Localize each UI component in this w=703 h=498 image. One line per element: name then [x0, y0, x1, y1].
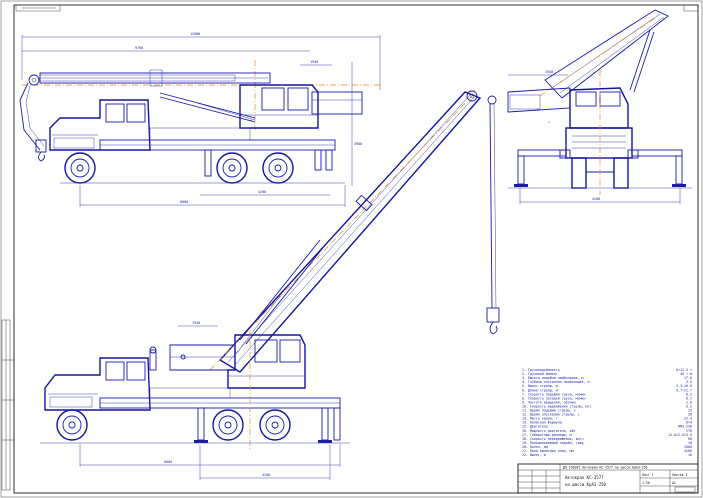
crane-mark: + — [250, 118, 252, 122]
spec-value: 1.6 — [686, 400, 692, 404]
spec-label: 6. Длина стрелы, м — [522, 388, 558, 392]
wheels-working — [56, 409, 291, 441]
spec-label: 12. Время опускания стрелы, с — [522, 413, 580, 417]
title-block: ДП 190205 Автокран КС-3577 на шасси КрАЗ… — [517, 463, 699, 494]
spec-label: 3. Высота подъёма наибольшая, м — [522, 375, 584, 380]
title-block-name-1: Автокран КС-3577 — [565, 475, 604, 480]
dim-front-width: 4200 — [592, 197, 600, 201]
spec-label: 13. Масса крана, т — [522, 417, 558, 421]
spec-label: 15. Двигатель — [522, 425, 548, 429]
title-block-sheets: Листов 1 — [672, 473, 687, 477]
spec-label: 8. Скорость посадки груза, м/мин — [522, 396, 586, 400]
spec-value: 0.2 — [686, 404, 692, 408]
dim-front-top: 1940 — [545, 70, 553, 74]
spec-label: 4. Глубина опускания наибольшая, м — [522, 379, 590, 384]
spec-value: 2000 — [684, 445, 692, 449]
spec-value: 16 — [688, 453, 692, 457]
spec-value: ЯМЗ-238 — [678, 425, 692, 429]
spec-label: 14. Колёсная формула — [522, 421, 562, 425]
spec-value: Q=12.5 т — [676, 368, 692, 372]
spec-label: 19. Преодолеваемый подъём, град — [522, 441, 584, 445]
view-working: + — [40, 90, 500, 480]
view-front: + 4200 1940 — [507, 9, 692, 204]
title-block-sheet: Лист 1 — [642, 473, 654, 477]
wheels-transport — [64, 152, 294, 184]
dim-top-height: 3900 — [354, 142, 362, 146]
title-block-format: А1 — [672, 481, 676, 485]
view-transport: + 12000 — [19, 32, 381, 207]
spec-label: 11. Время подъёма стрелы, с — [522, 409, 576, 413]
dim-top-boom: 9700 — [135, 46, 143, 50]
spec-value: 8.5 — [686, 392, 692, 396]
dim-top-small: 1940 — [310, 60, 318, 64]
svg-text:+: + — [548, 120, 550, 124]
spec-label: 20. Колея, мм — [522, 445, 548, 449]
spec-label: 9. Частота вращения, об/мин — [522, 399, 576, 404]
spec-label: 17. Габаритные размеры, м — [522, 432, 572, 437]
spec-value: 60 — [688, 437, 692, 441]
spec-label: 18. Скорость передвижения, км/ч — [522, 437, 584, 441]
spec-label: 2. Грузовой момент — [522, 372, 558, 376]
spec-label: 21. База выносных опор, мм — [522, 449, 574, 453]
spec-value: 22.4 — [684, 417, 692, 421]
corner-stamp — [683, 4, 699, 12]
spec-value: 6×4 — [686, 421, 692, 425]
spec-value: 20 — [688, 413, 692, 417]
spec-value: 3.5 — [686, 380, 692, 384]
title-block-header: ДП 190205 Автокран КС-3577 на шасси КрАЗ… — [563, 466, 648, 470]
technical-specifications: 1. Грузоподъёмность Q=12.5 т 2. Грузовой м… — [522, 368, 692, 457]
spec-label: 1. Грузоподъёмность — [522, 368, 560, 372]
svg-text:+: + — [184, 356, 186, 360]
spec-label: 16. Мощность двигателя, кВт — [522, 429, 576, 433]
dim-main-base: 4200 — [262, 473, 270, 477]
spec-value: 17.0 — [684, 376, 692, 380]
spec-label: 10. Скорость выдвижения стрелы, м/с — [522, 404, 591, 408]
dims-transport: 12000 9700 1940 3900 6000 4200 — [21, 32, 381, 207]
spec-value: 3.3–16.0 — [676, 384, 692, 388]
spec-value: 12.0×2.5×3.9 — [668, 433, 692, 437]
title-block-scale: 1:50 — [642, 481, 650, 485]
dim-top-base: 4200 — [258, 190, 266, 194]
title-block-name-2: на шасси КрАЗ-250 — [565, 482, 607, 487]
spec-value: 40 т·м — [680, 372, 692, 376]
dim-main-span: 6000 — [164, 460, 172, 464]
spec-value: 4200 — [684, 449, 692, 453]
spec-label: 22. Вылет, м — [522, 453, 546, 457]
spec-value: 25 — [688, 409, 692, 413]
dim-main-small: 1940 — [192, 321, 200, 325]
spec-label: 7. Скорость подъёма груза, м/мин — [522, 392, 586, 396]
spec-value: 0.2 — [686, 396, 692, 400]
dim-top-overall: 12000 — [190, 32, 200, 36]
dim-top-span: 6000 — [180, 200, 188, 204]
spec-value: 176 — [686, 429, 692, 433]
spec-value: 9.7–21.7 — [676, 388, 692, 392]
spec-label: 5. Вылет стрелы, м — [522, 384, 558, 388]
spec-value: 18 — [688, 441, 692, 445]
